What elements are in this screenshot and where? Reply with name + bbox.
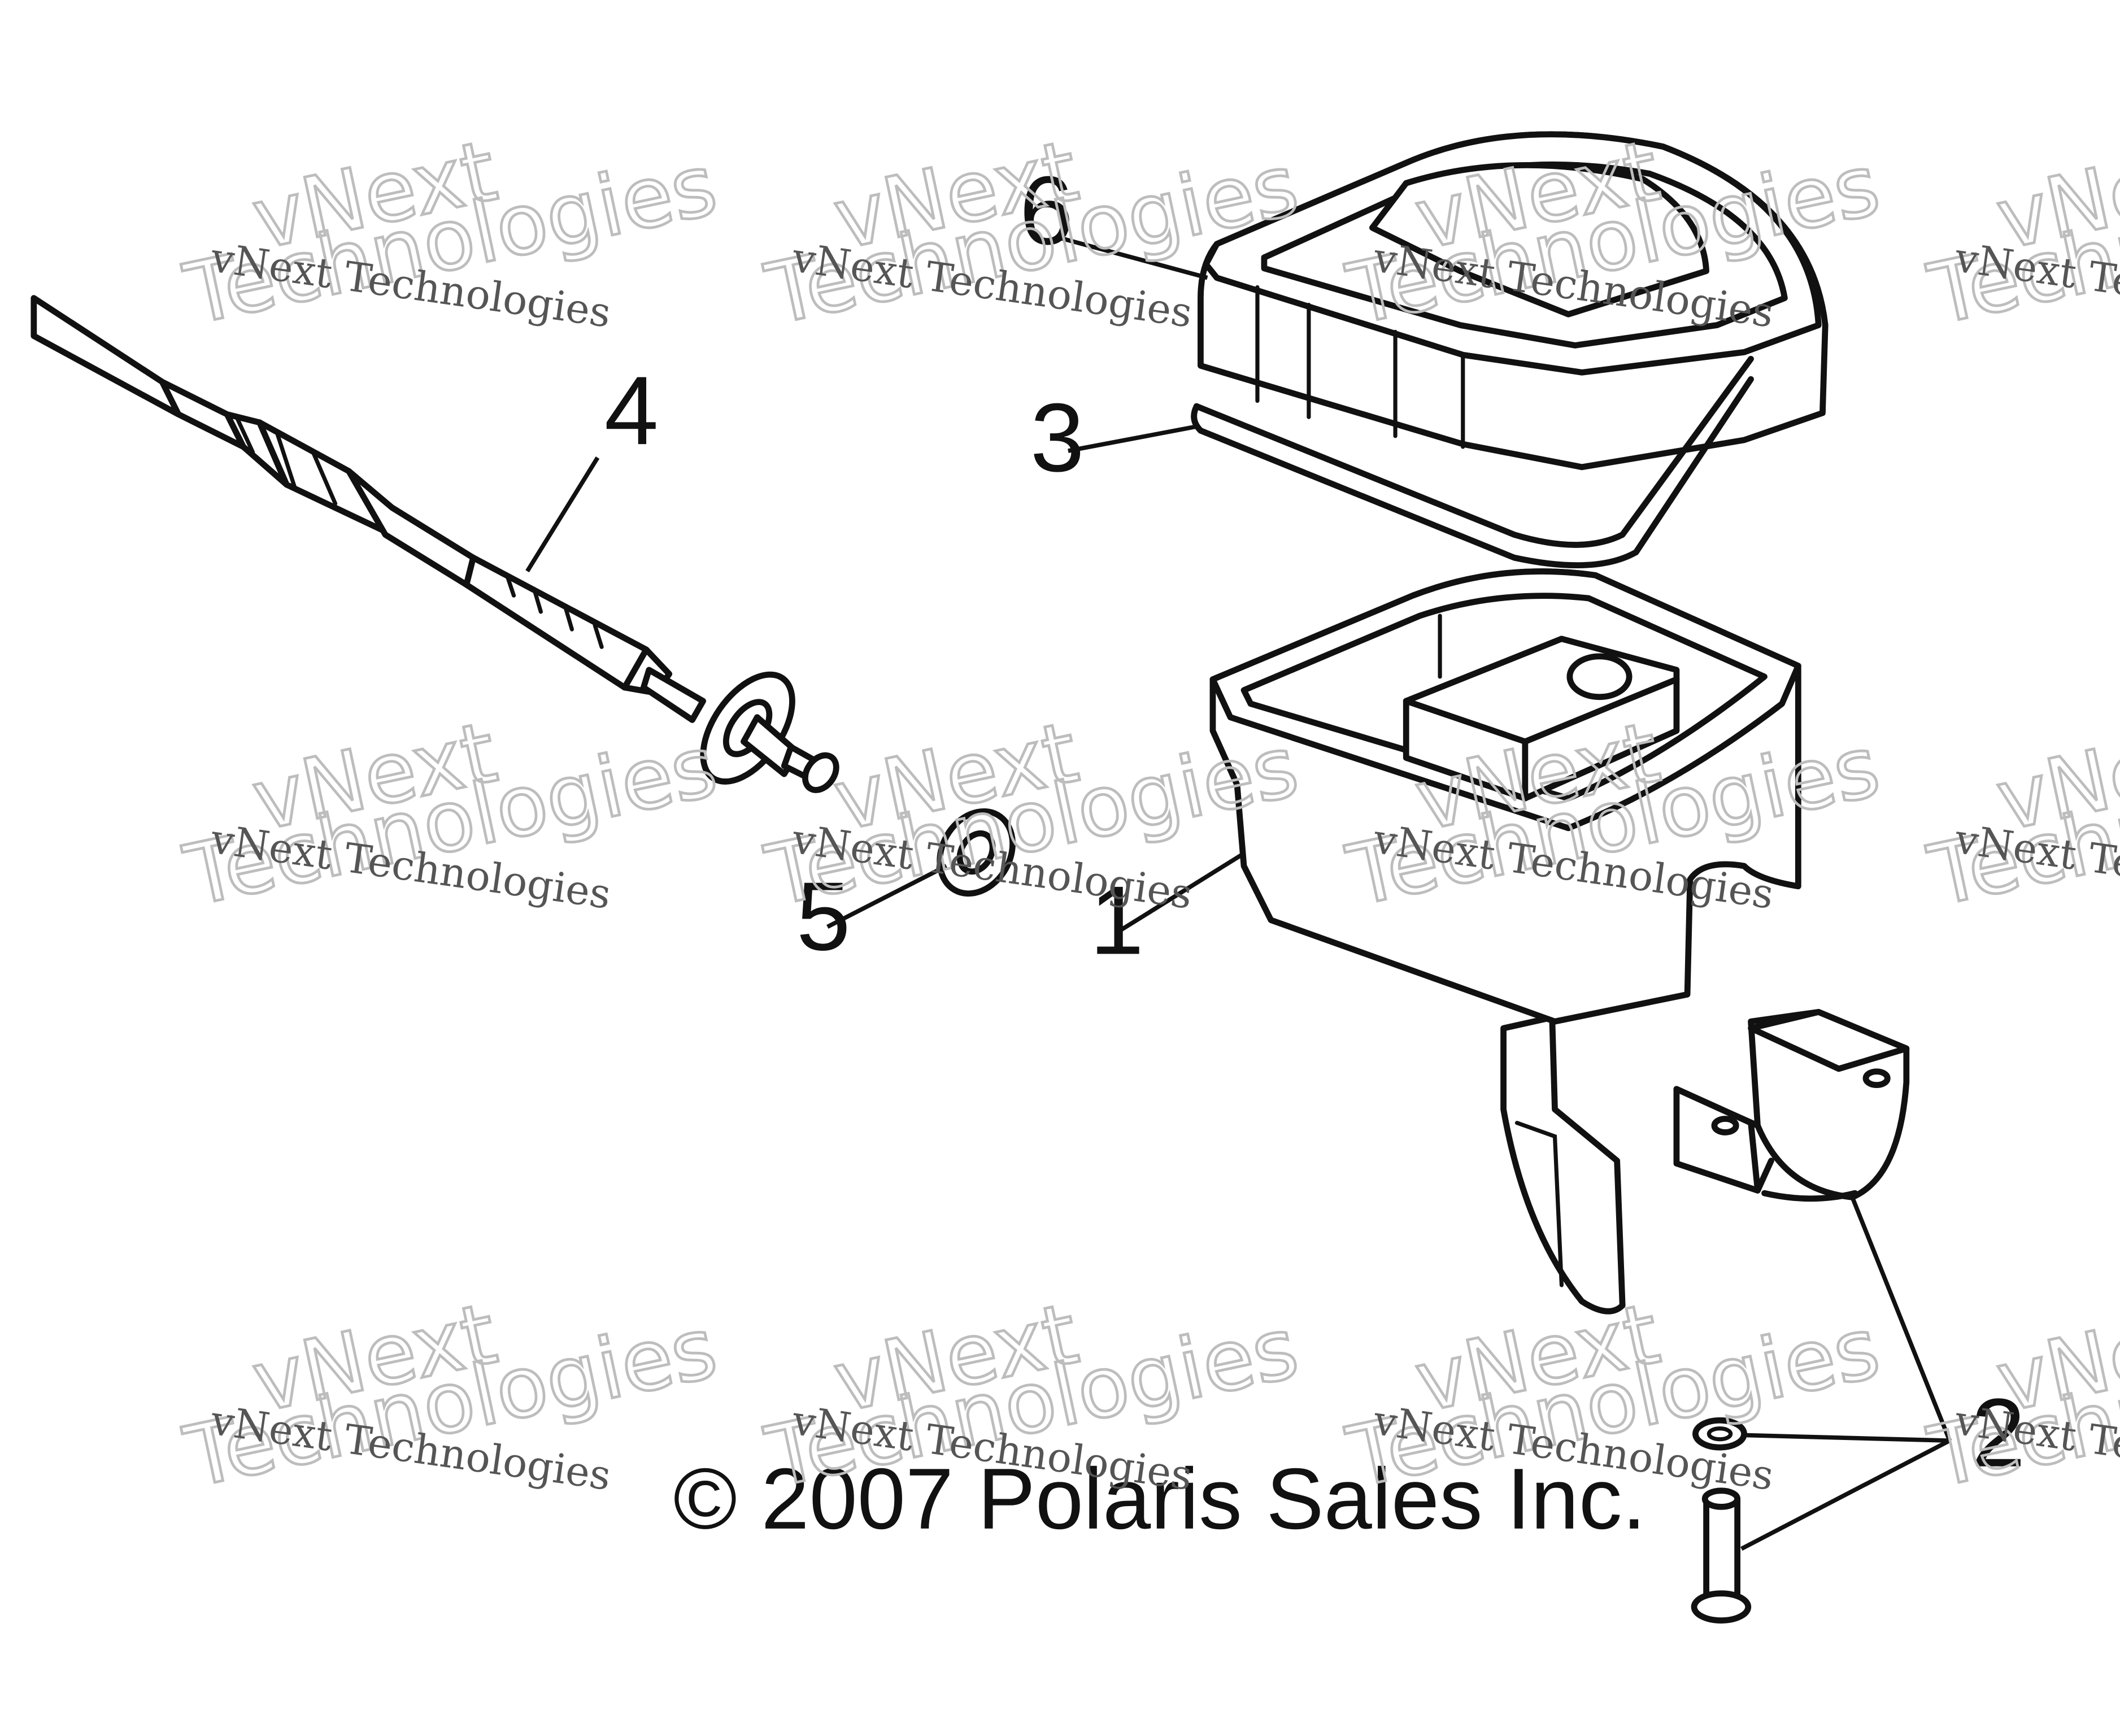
cover-gasket — [1191, 355, 1754, 568]
callout-5: 5 — [796, 862, 851, 971]
clamp-screw-lockwasher — [1673, 1009, 1910, 1624]
watermarks: vNext Technologies vNext Technologies vN… — [176, 120, 2120, 1508]
leader-lines — [525, 235, 1952, 1551]
callouts: 6 3 4 5 1 2 — [604, 156, 2026, 1487]
callout-2: 2 — [1971, 1378, 2026, 1487]
copyright-notice: © 2007 Polaris Sales Inc. — [673, 1451, 1646, 1547]
throttle-cable — [31, 295, 839, 793]
callout-4: 4 — [604, 356, 659, 465]
callout-1: 1 — [1090, 865, 1144, 974]
housing-cover — [1198, 131, 1829, 471]
throttle-housing — [1209, 568, 1801, 1315]
callout-3: 3 — [1030, 383, 1085, 492]
callout-6: 6 — [1020, 156, 1074, 265]
washer — [937, 808, 1016, 897]
